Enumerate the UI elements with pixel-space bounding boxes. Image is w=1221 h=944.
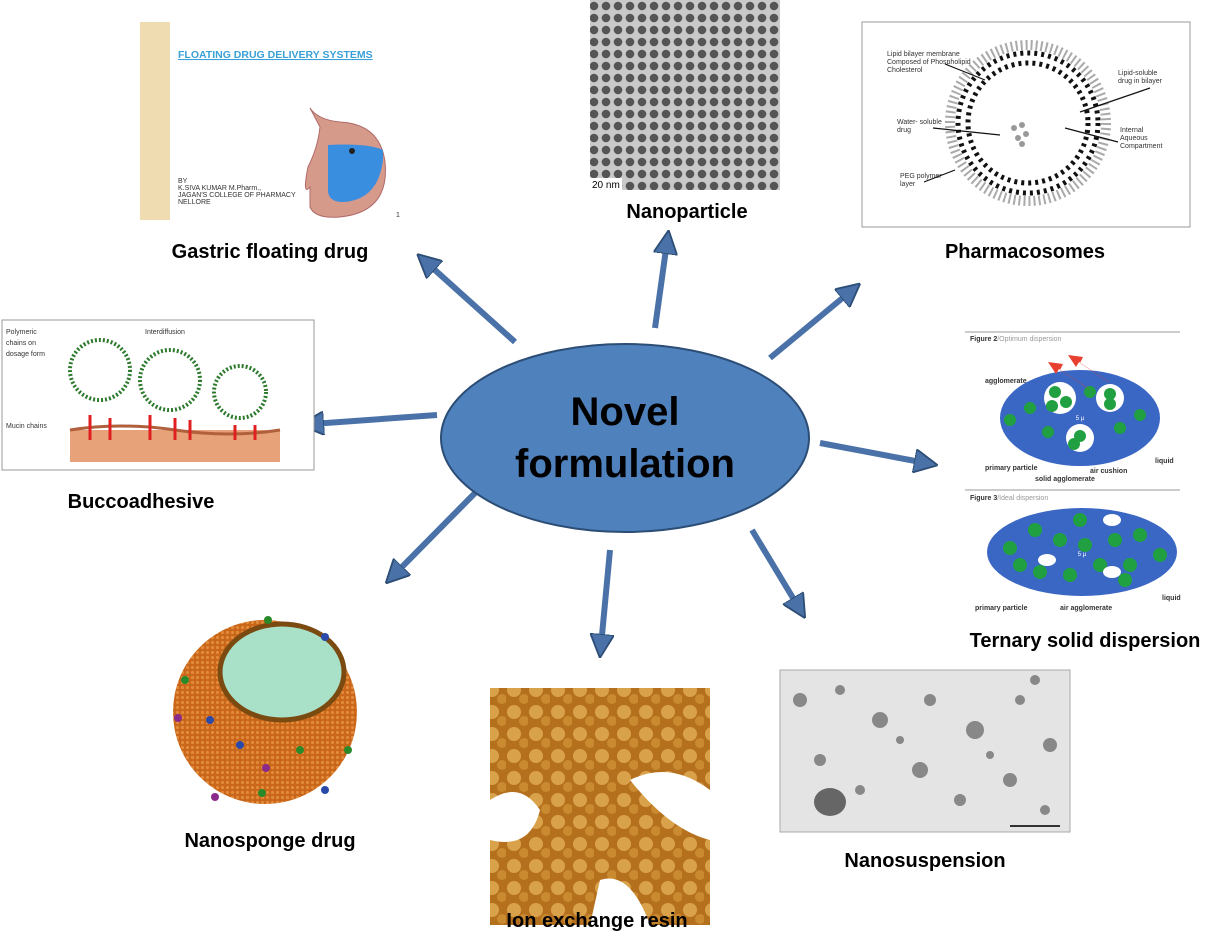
label-primary-2: primary particle: [975, 605, 1028, 612]
label-nanoparticle: Nanoparticle: [626, 201, 748, 223]
label-liquid-1: liquid: [1155, 458, 1174, 465]
arrow-buccoadhesive: [312, 415, 438, 424]
arrow-ternary: [819, 440, 926, 463]
slide-page: 1: [396, 212, 400, 219]
label-bilayer-1: Lipid bilayer membrane: [887, 51, 960, 58]
label-buccoadhesive: Buccoadhesive: [67, 491, 215, 513]
label-ion-exchange-resin: Ion exchange resin: [506, 910, 688, 932]
label-size-1: 5 µ: [1076, 416, 1085, 422]
fig2-caption: /Optimum dispersion: [997, 336, 1061, 343]
arrow-ion-exchange: [601, 549, 610, 646]
label-air-agglomerate: air agglomerate: [1060, 605, 1112, 612]
label-bilayer-3: Cholesterol: [887, 67, 923, 74]
ion-exchange-image: [490, 688, 710, 925]
arrow-gastric: [426, 262, 518, 345]
label-nanosuspension: Nanosuspension: [844, 850, 1006, 872]
slide-college: JAGAN'S COLLEGE OF PHARMACY: [178, 192, 296, 199]
label-water-1: Water- soluble: [897, 119, 942, 126]
arrow-pharmacosomes: [768, 291, 851, 361]
label-water-2: drug: [897, 127, 911, 134]
label-size-2: 5 µ: [1078, 552, 1087, 558]
label-internal-2: Aqueous: [1120, 135, 1148, 142]
nanosponge-image: [173, 616, 357, 804]
label-peg-1: PEG polymer: [900, 173, 942, 180]
central-ellipse: [440, 343, 810, 533]
label-liquid-2: liquid: [1162, 595, 1181, 602]
label-internal-3: Compartment: [1120, 143, 1162, 150]
slide-by: BY: [178, 178, 188, 185]
label-polymeric-2: chains on: [6, 340, 36, 347]
label-agglomerate: agglomerate: [985, 378, 1027, 385]
svg-text:Figure 2/Optimum dispersion: Figure 2/Optimum dispersion: [970, 336, 1062, 343]
slide-author: K.SIVA KUMAR M.Pharm.,: [178, 185, 261, 192]
svg-text:Figure 3/Ideal dispersion: Figure 3/Ideal dispersion: [970, 495, 1048, 502]
label-ternary-solid-dispersion: Ternary solid dispersion: [969, 630, 1201, 652]
slide-title: FLOATING DRUG DELIVERY SYSTEMS: [178, 49, 373, 61]
label-bilayer-2: Composed of Phospholipid: [887, 59, 971, 66]
nanoparticle-image: 20 nm: [590, 0, 780, 191]
label-internal-1: Internal: [1120, 127, 1144, 134]
arrow-nanoparticle: [652, 242, 667, 329]
label-peg-2: layer: [900, 181, 916, 188]
label-polymeric-1: Polymeric: [6, 329, 37, 336]
label-solid-agglomerate: solid agglomerate: [1035, 476, 1095, 483]
arrows: [312, 242, 926, 646]
fig3-label: Figure 3: [970, 495, 997, 502]
scale-label: 20 nm: [592, 180, 620, 191]
center-line2: formulation: [515, 442, 735, 486]
fig2-label: Figure 2: [970, 336, 997, 343]
buccoadhesive-image: Polymeric chains on dosage form Interdif…: [1, 319, 315, 471]
slide-city: NELLORE: [178, 199, 211, 206]
label-polymeric-3: dosage form: [6, 351, 45, 358]
fig3-caption: /Ideal dispersion: [997, 495, 1048, 502]
pharmacosome-image: Lipid bilayer membrane Composed of Phosp…: [861, 21, 1191, 228]
arrow-nanosponge: [394, 490, 478, 575]
floating-drug-image: FLOATING DRUG DELIVERY SYSTEMS BY K.SIVA…: [140, 22, 402, 220]
label-primary-1: primary particle: [985, 465, 1038, 472]
label-lipid-2: drug in bilayer: [1118, 78, 1163, 85]
label-gastric-floating-drug: Gastric floating drug: [171, 241, 369, 263]
ternary-image: Figure 2/Optimum dispersion agglomerate …: [965, 331, 1181, 612]
label-lipid-1: Lipid-soluble: [1118, 70, 1157, 77]
label-pharmacosomes: Pharmacosomes: [944, 241, 1106, 263]
label-nanosponge-drug: Nanosponge drug: [184, 830, 356, 852]
label-air-cushion: air cushion: [1090, 468, 1127, 475]
nanosuspension-image: [779, 669, 1071, 833]
label-mucin: Mucin chains: [6, 423, 47, 430]
label-interdiffusion: Interdiffusion: [145, 329, 185, 336]
center-line1: Novel: [571, 390, 680, 434]
arrow-nanosuspension: [749, 528, 799, 608]
